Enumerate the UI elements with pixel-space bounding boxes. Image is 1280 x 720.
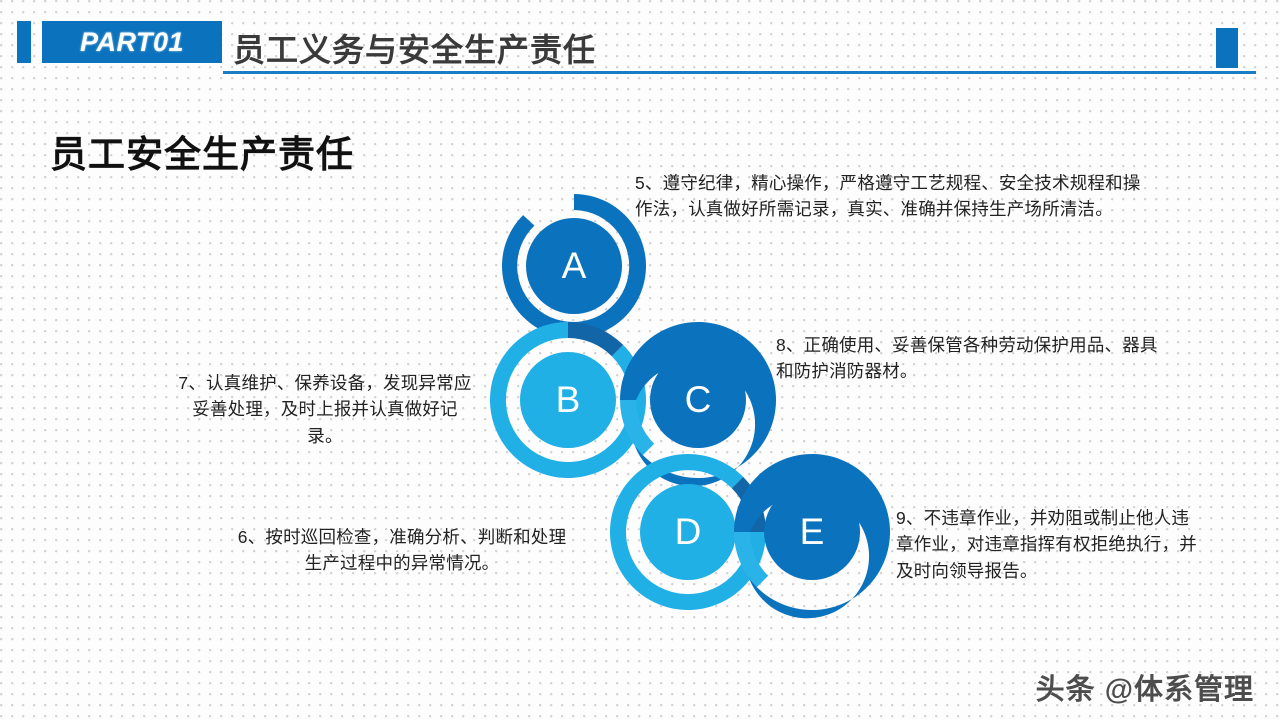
item-description-8: 8、正确使用、妥善保管各种劳动保护用品、器具和防护消防器材。 <box>776 335 1158 382</box>
section-title: 员工安全生产责任 <box>50 134 354 175</box>
part-badge: PART01 <box>42 21 222 63</box>
item-description-5: 5、遵守纪律，精心操作，严格遵守工艺规程、安全技术规程和操作法，认真做好所需记录… <box>635 173 1141 220</box>
node-d-label: D <box>674 511 702 552</box>
node-e-label: E <box>799 511 825 552</box>
node-a-badge: A <box>526 218 622 314</box>
node-e-badge: E <box>764 484 860 580</box>
header-right-accent <box>1216 28 1238 68</box>
node-d-badge: D <box>640 484 736 580</box>
item-description-6: 6、按时巡回检查，准确分析、判断和处理生产过程中的异常情况。 <box>237 527 567 574</box>
diagram-node-a[interactable]: A <box>490 182 658 350</box>
part-badge-label: PART01 <box>79 26 185 57</box>
node-c-badge: C <box>650 352 746 448</box>
diagram-node-c[interactable]: C <box>608 310 788 490</box>
node-c-label: C <box>684 379 712 420</box>
item-description-9: 9、不违章作业，并劝阻或制止他人违章作业，对违章指挥有权拒绝执行，并及时向领导报… <box>896 508 1197 581</box>
diagram-node-e[interactable]: E <box>722 442 902 622</box>
ring-b-icon <box>478 310 658 490</box>
node-b-label: B <box>555 379 581 420</box>
ring-c-icon <box>608 310 788 490</box>
spiral-chain-diagram: A B <box>430 170 900 619</box>
node-a-label: A <box>561 245 587 286</box>
node-b-badge: B <box>520 352 616 448</box>
page-title: 员工义务与安全生产责任 <box>233 32 597 68</box>
header-divider <box>223 71 1256 74</box>
ring-e-icon <box>722 442 902 622</box>
diagram-node-b[interactable]: B <box>478 310 658 490</box>
header-accent-bar <box>17 21 31 63</box>
watermark: 头条 @体系管理 <box>1035 674 1254 706</box>
item-description-7: 7、认真维护、保养设备，发现异常应妥善处理，及时上报并认真做好记录。 <box>178 373 472 446</box>
